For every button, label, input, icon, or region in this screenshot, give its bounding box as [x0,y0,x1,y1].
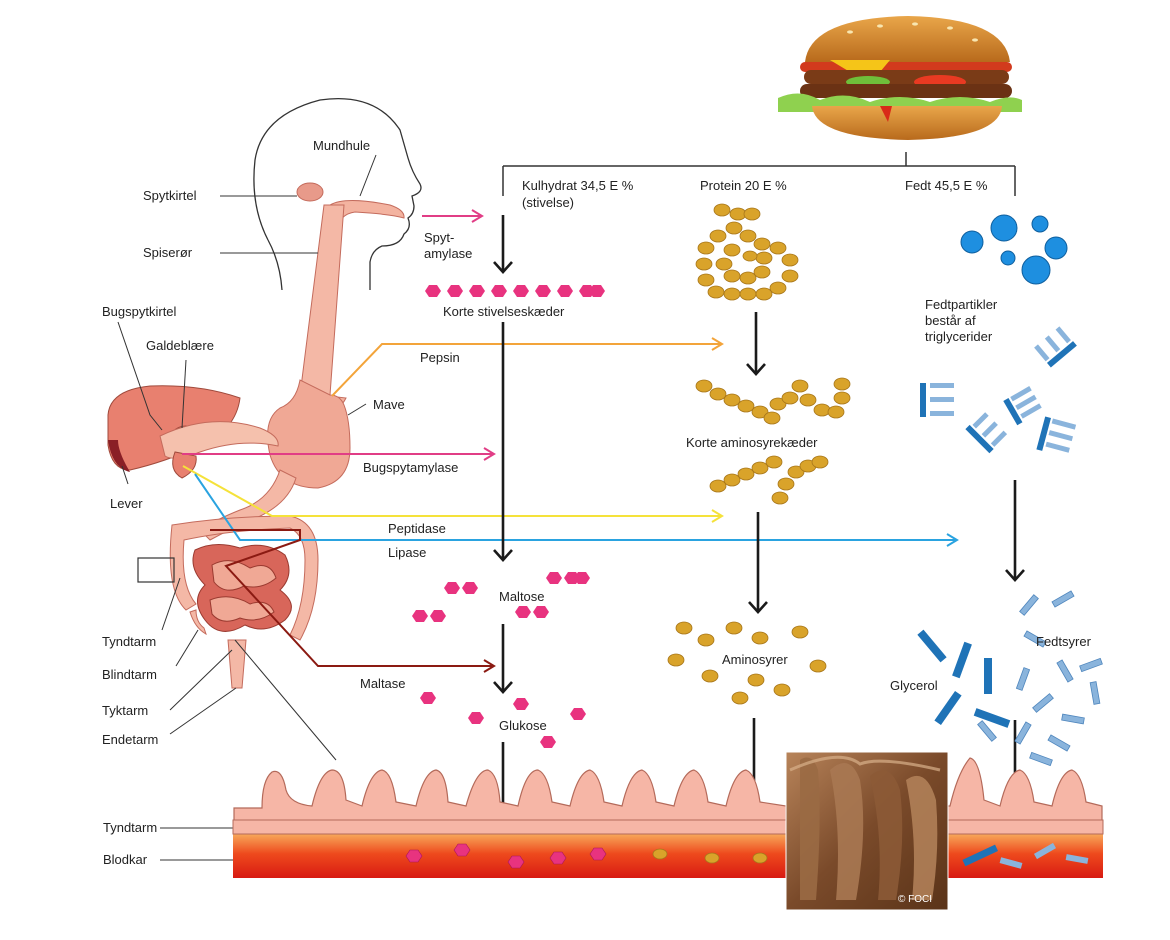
label-lipase: Lipase [388,545,427,560]
label-bugspytamylase: Bugspytamylase [363,460,459,475]
intestinal-villi [233,757,1103,823]
villi-micrograph [785,751,949,911]
photo-credit: © FOCI [898,894,933,905]
label-maltase: Maltase [360,676,406,691]
label-korte-aminosyrekaeder: Korte aminosyrekæder [686,435,818,450]
glycerol-molecules [917,629,1011,728]
burger-illustration [778,16,1022,140]
blood-vessel [233,834,1103,878]
label-tyndtarm-wall: Tyndtarm [103,820,158,835]
blood-amino-acids [652,848,768,864]
head-outline [253,97,422,291]
label-mave: Mave [373,397,405,412]
label-mundhule: Mundhule [313,138,371,153]
label-peptidase: Peptidase [388,521,446,536]
blood-glucose [405,843,607,869]
maltose-molecules [412,572,590,622]
column-header-protein: Protein 20 E % [700,178,787,193]
label-spytkirtel: Spytkirtel [143,188,197,203]
label-glycerol: Glycerol [890,678,938,693]
short-amino-chains [695,377,851,505]
label-korte-stivelseskaeder: Korte stivelseskæder [443,304,565,319]
fatty-acid-molecules [977,590,1103,767]
label-tyndtarm: Tyndtarm [102,634,157,649]
column-subheader-stivelse: (stivelse) [522,195,575,210]
amino-acid-molecules [667,621,827,705]
label-maltose: Maltose [499,589,545,604]
blood-fats [962,842,1089,869]
label-fedtpartikler: Fedtpartikler består af triglycerider [925,297,998,344]
label-aminosyrer: Aminosyrer [722,652,788,667]
protein-coil [695,203,799,301]
intestinal-wall [232,819,1104,835]
glucose-molecules [420,692,586,748]
starch-chain [425,285,605,297]
food-split-bracket [502,152,1016,196]
label-blodkar: Blodkar [103,852,148,867]
label-tyktarm: Tyktarm [102,703,149,718]
digestive-tract [107,182,405,689]
column-header-fedt: Fedt 45,5 E % [905,178,988,193]
enzyme-arrows [182,209,959,673]
fat-droplets [960,214,1068,285]
label-galdeblaere: Galdeblære [146,338,214,353]
label-pepsin: Pepsin [420,350,460,365]
triglyceride-icons [920,326,1077,454]
label-lever: Lever [110,496,143,511]
label-glukose: Glukose [499,718,547,733]
label-spiseroer: Spiserør [143,245,193,260]
label-bugspytkirtel: Bugspytkirtel [102,304,177,319]
organ-leader-lines [117,154,377,861]
label-endetarm: Endetarm [102,732,159,747]
column-header-kulhydrat: Kulhydrat 34,5 E % [522,178,634,193]
label-spytamylase: Spyt- amylase [424,230,473,261]
label-blindtarm: Blindtarm [102,667,157,682]
label-fedtsyrer: Fedtsyrer [1036,634,1091,649]
